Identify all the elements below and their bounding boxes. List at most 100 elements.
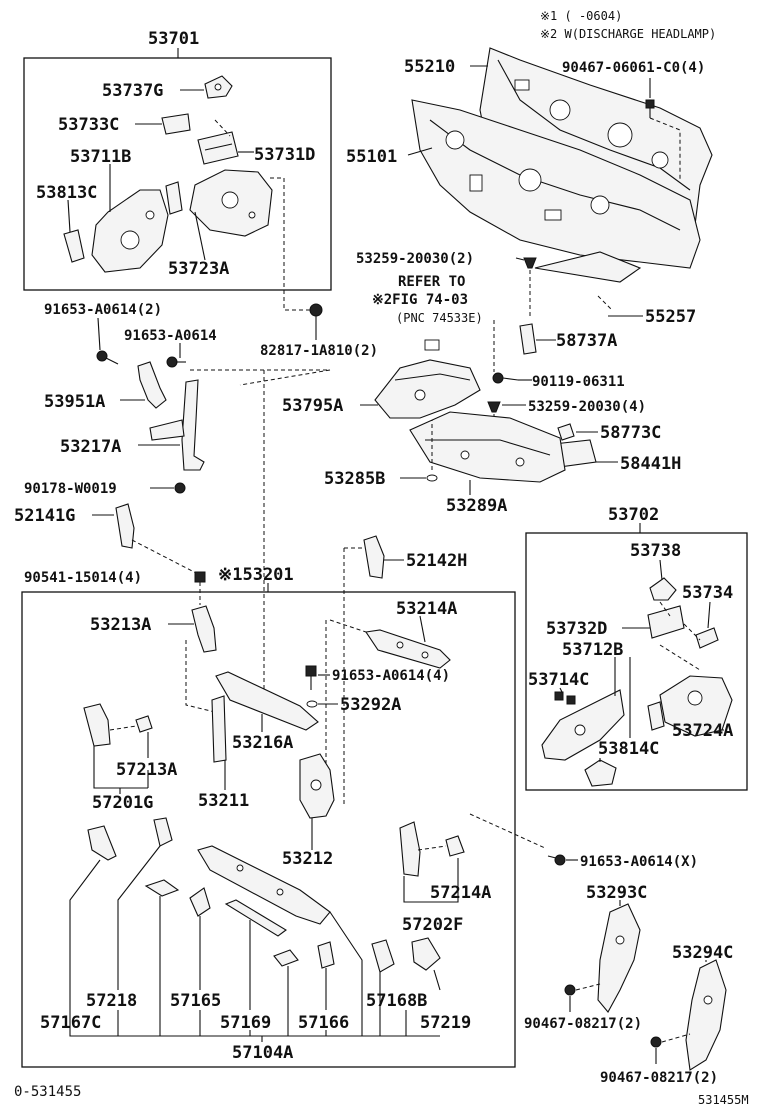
label-91653-A0614-4: 91653-A0614(4): [332, 668, 450, 684]
part-57218: [153, 817, 173, 847]
label-53213A: 53213A: [90, 615, 151, 635]
refer-line2: ※2FIG 74-03: [372, 292, 468, 308]
dash-82817: [270, 177, 310, 311]
label-53259-20030-2: 53259-20030(2): [356, 251, 474, 267]
label-53292A: 53292A: [340, 695, 401, 715]
part-53733C: [161, 113, 191, 135]
part-57167C: [87, 825, 117, 861]
part-53737G: [204, 75, 233, 99]
part-53723A: [165, 169, 273, 237]
part-52141G: [115, 503, 135, 549]
part-53732D: [647, 605, 685, 639]
part-53731D: [197, 131, 239, 165]
part-53289A: [409, 411, 566, 483]
dash-53214A: [325, 619, 367, 790]
part-53734: [695, 627, 719, 649]
leader-57168B: [379, 972, 407, 1036]
leader-57201G: [93, 746, 121, 794]
label-57104A: 57104A: [232, 1043, 293, 1063]
part-58773C: [557, 423, 575, 441]
part-bracket-small: [144, 879, 180, 897]
label-57214A: 57214A: [430, 883, 491, 903]
label-57218: 57218: [86, 991, 137, 1011]
label-53212: 53212: [282, 849, 333, 869]
label-53951A: 53951A: [44, 392, 105, 412]
bolt-90467-08217-b: [650, 1036, 662, 1048]
label-53714C: 53714C: [528, 670, 589, 690]
label-52142H: 52142H: [406, 551, 467, 571]
dash-53702: [659, 601, 701, 671]
bolt-91653-A0614-X: [547, 854, 566, 866]
label-55257: 55257: [645, 307, 696, 327]
label-53732D: 53732D: [546, 619, 607, 639]
dash-57213A: [109, 725, 137, 731]
part-57169: [224, 899, 287, 937]
part-53711B: [91, 189, 169, 273]
label-90178: 90178-W0019: [24, 481, 117, 497]
group-label-53702: 53702: [608, 505, 659, 525]
bolt-90467-06061: [645, 99, 655, 118]
label-53712B: 53712B: [562, 640, 623, 660]
label-53217A: 53217A: [60, 437, 121, 457]
label-53737G: 53737G: [102, 81, 163, 101]
label-91653-A0614-2: 91653-A0614(2): [44, 302, 162, 318]
part-52142H: [363, 535, 385, 579]
leader-53714C: [559, 687, 563, 693]
part-53951A: [137, 361, 167, 409]
dash-90467-08217-b: [661, 1033, 691, 1043]
label-57168B: 57168B: [366, 991, 427, 1011]
part-53217A: [149, 379, 205, 471]
leader-crossmember: [329, 911, 363, 1036]
label-53214A: 53214A: [396, 599, 457, 619]
part-53213A: [191, 605, 217, 653]
label-52141G: 52141G: [14, 506, 75, 526]
label-53294C: 53294C: [672, 943, 733, 963]
part-53795A: [374, 359, 481, 419]
label-57213A: 57213A: [116, 760, 177, 780]
leader-57219: [433, 969, 441, 991]
label-57166: 57166: [298, 1013, 349, 1033]
label-57202F: 57202F: [402, 915, 463, 935]
label-90467-08217-b: 90467-08217(2): [600, 1070, 718, 1086]
label-53733C: 53733C: [58, 115, 119, 135]
crossmember-57104A: [197, 845, 331, 925]
label-91653-A0614: 91653-A0614: [124, 328, 217, 344]
label-53711B: 53711B: [70, 147, 131, 167]
part-58737A: [519, 323, 537, 355]
label-55101: 55101: [346, 147, 397, 167]
label-82817: 82817-1A810(2): [260, 343, 378, 359]
dash-53213A: [185, 640, 216, 713]
leader-55101: [407, 147, 433, 156]
label-58441H: 58441H: [620, 454, 681, 474]
label-55210: 55210: [404, 57, 455, 77]
leader-57104A-base: [69, 1018, 440, 1037]
label-57165: 57165: [170, 991, 221, 1011]
label-91653-A0614-X: 91653-A0614(X): [580, 854, 698, 870]
fastener-53259-20030-2: [523, 257, 537, 269]
dash-55257: [597, 295, 613, 311]
note-2: ※2 W(DISCHARGE HEADLAMP): [540, 27, 716, 41]
label-53293C: 53293C: [586, 883, 647, 903]
part-57168B: [371, 939, 395, 973]
part-53212: [299, 753, 335, 819]
label-90467-08217-a: 90467-08217(2): [524, 1016, 642, 1032]
bolt-90119: [492, 372, 519, 384]
bolt-91653-A0614: [166, 356, 186, 368]
dash-panel-55101: [411, 99, 701, 269]
shield-53293C: [597, 903, 641, 1013]
fastener-53259-20030-4: [487, 401, 501, 413]
leader-53813C: [67, 199, 71, 233]
part-53216A: [215, 671, 319, 731]
label-57219: 57219: [420, 1013, 471, 1033]
leader-57167C: [69, 859, 101, 1018]
dash-52142H: [343, 547, 364, 805]
label-53216A: 53216A: [232, 733, 293, 753]
part-53211: [211, 695, 227, 763]
label-53738: 53738: [630, 541, 681, 561]
note-1: ※1 ( -0604): [540, 9, 622, 23]
leader-53738: [659, 559, 663, 581]
part-57201G: [83, 703, 111, 747]
washer-53292A: [306, 700, 318, 708]
label-53814C: 53814C: [598, 739, 659, 759]
dash-52141G: [131, 539, 199, 575]
